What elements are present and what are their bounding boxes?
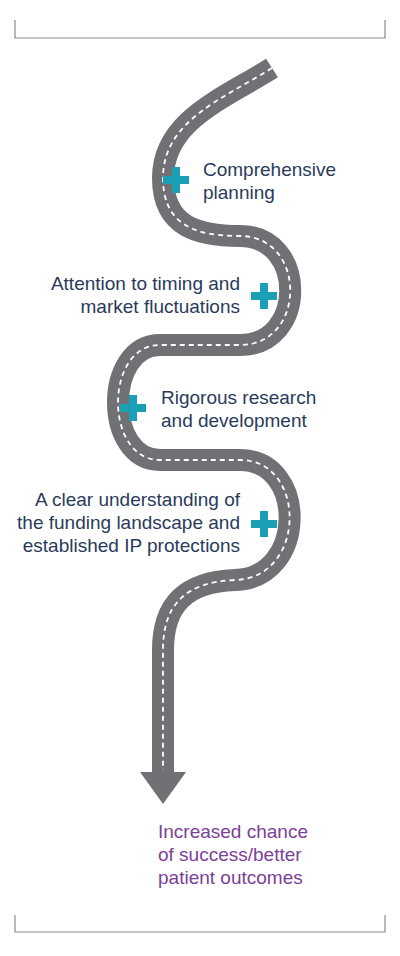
frame-brackets (15, 20, 385, 932)
outcome-label: Increased chance of success/better patie… (158, 820, 326, 889)
step-label: Comprehensive planning (203, 158, 383, 204)
plus-icons (120, 167, 277, 537)
top-bracket (15, 20, 385, 38)
step-label: Rigorous research and development (161, 386, 341, 432)
plus-icon (120, 395, 146, 421)
step-label: A clear understanding of the funding lan… (8, 488, 240, 557)
plus-icon (251, 511, 277, 537)
plus-icon (251, 283, 277, 309)
bottom-bracket (15, 915, 385, 932)
road-arrowhead (140, 772, 186, 804)
step-label: Attention to timing and market fluctuati… (15, 272, 240, 318)
plus-icon (163, 167, 189, 193)
